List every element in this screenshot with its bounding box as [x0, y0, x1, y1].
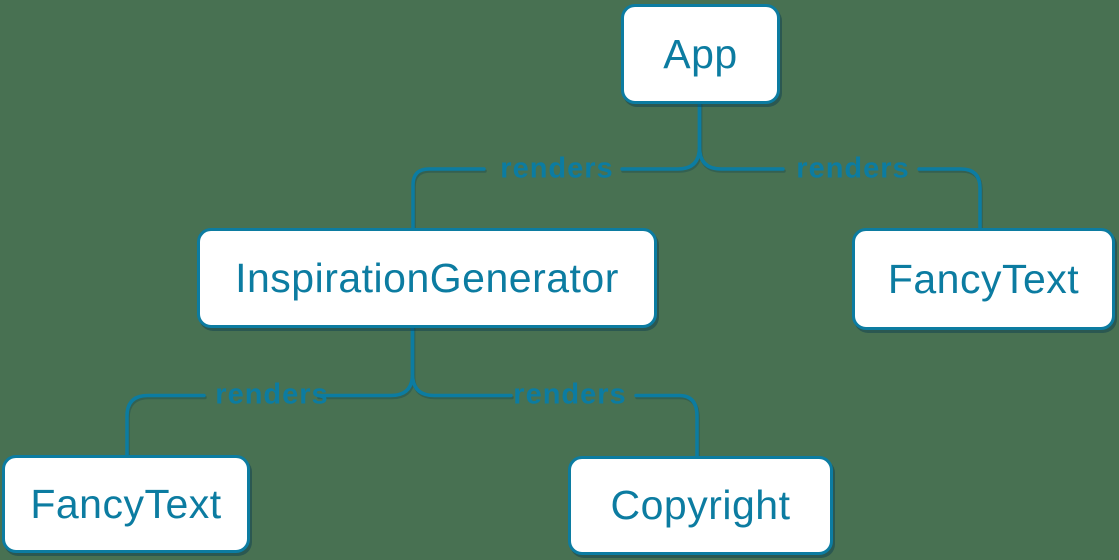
node-app-label: App: [663, 30, 738, 77]
edge-inspirationgenerator-fancytext: [316, 325, 415, 398]
edge-app-fancytext-drop: [917, 167, 982, 231]
node-fancy-text-top-label: FancyText: [887, 255, 1080, 302]
edge-app-inspirationgenerator-drop: [411, 167, 486, 231]
edge-label-renders-inspirationgenerator-copyright: renders: [513, 378, 627, 411]
edge-label-renders-app-inspirationgenerator: renders: [500, 152, 614, 185]
node-inspiration-generator: InspirationGenerator: [197, 228, 657, 328]
node-fancy-text-bottom: FancyText: [2, 455, 250, 553]
node-app: App: [621, 4, 780, 104]
node-fancy-text-bottom-label: FancyText: [30, 480, 222, 527]
edge-inspirationgenerator-copyright-drop: [634, 393, 699, 459]
node-copyright-label: Copyright: [610, 482, 791, 528]
edge-label-renders-app-fancytext: renders: [796, 152, 910, 185]
node-copyright: Copyright: [568, 456, 833, 555]
edge-app-inspirationgenerator: [620, 101, 702, 171]
node-fancy-text-top: FancyText: [852, 228, 1115, 330]
node-inspiration-generator-label: InspirationGenerator: [235, 254, 619, 301]
edge-inspirationgenerator-fancytext-drop: [125, 393, 206, 458]
edge-inspirationgenerator-copyright: [410, 325, 513, 398]
edge-app-fancytext: [697, 101, 785, 171]
edge-label-renders-inspirationgenerator-fancytext: renders: [215, 378, 329, 411]
